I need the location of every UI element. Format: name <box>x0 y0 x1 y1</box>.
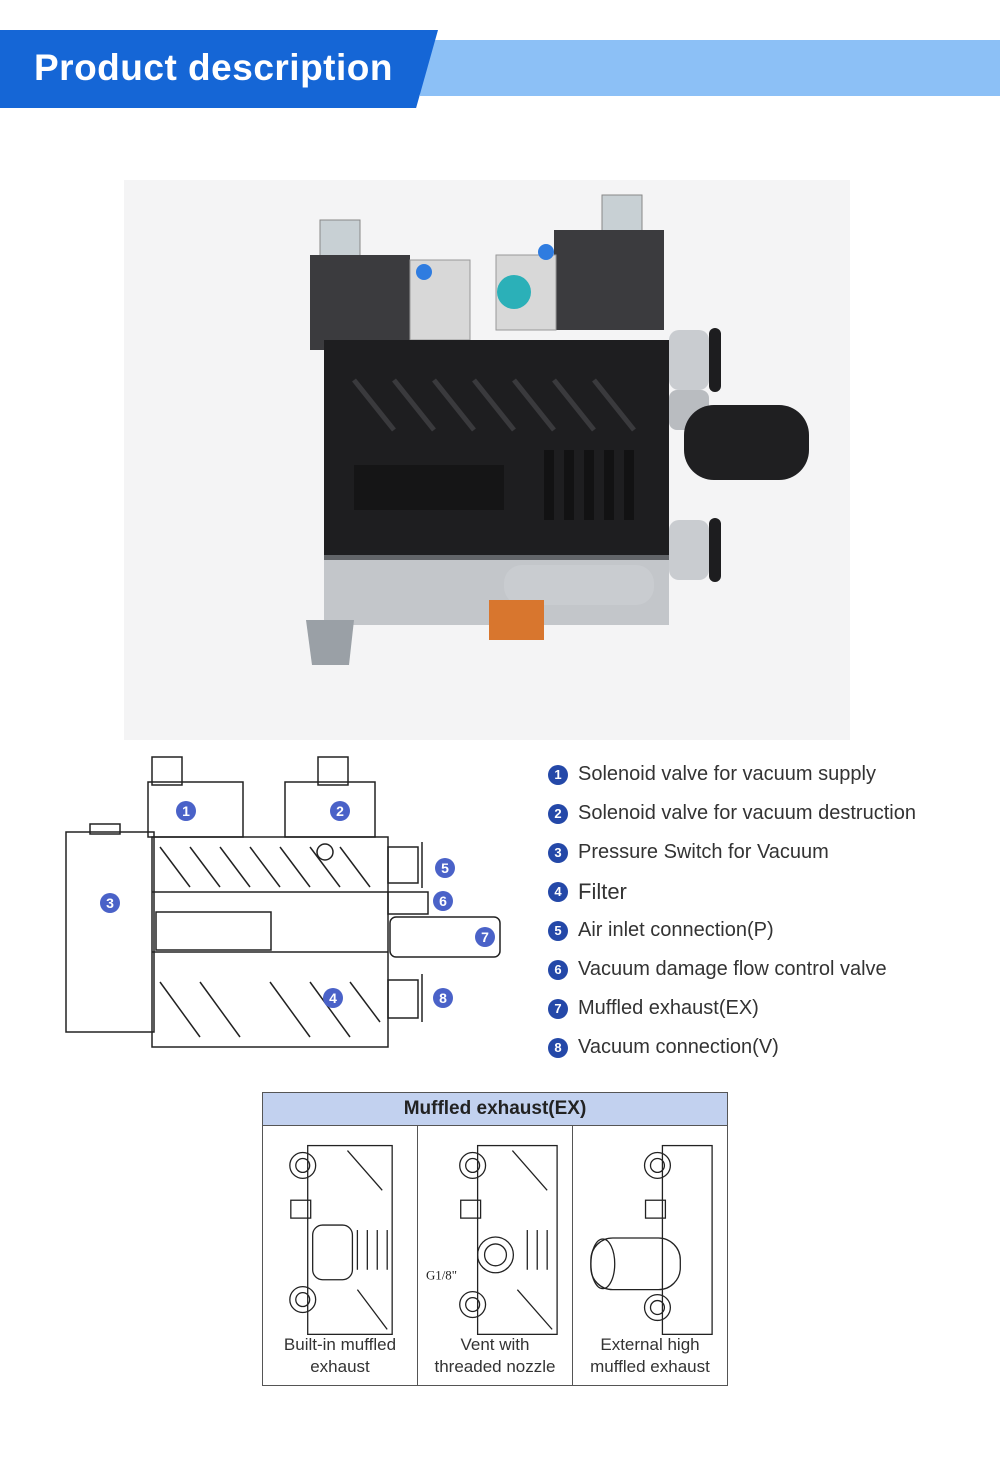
thread-size-label: G1/8" <box>426 1268 457 1283</box>
legend-item: 4 Filter <box>548 872 988 911</box>
callout-1: 1 <box>176 801 196 821</box>
svg-text:4: 4 <box>329 990 337 1006</box>
table-header: Muffled exhaust(EX) <box>263 1093 727 1126</box>
number-badge: 8 <box>548 1037 568 1058</box>
banner-dark-tab <box>0 30 438 108</box>
legend-text: Solenoid valve for vacuum destruction <box>578 802 916 824</box>
legend-text: Pressure Switch for Vacuum <box>578 841 829 863</box>
legend-item: 5 Air inlet connection(P) <box>548 911 988 950</box>
callout-7: 7 <box>475 927 495 947</box>
number-badge: 5 <box>548 920 568 941</box>
svg-text:3: 3 <box>106 895 114 911</box>
svg-text:8: 8 <box>439 990 447 1006</box>
legend-text: Vacuum damage flow control valve <box>578 958 887 980</box>
svg-text:6: 6 <box>439 893 447 909</box>
legend-text: Solenoid valve for vacuum supply <box>578 763 876 785</box>
legend-item: 2 Solenoid valve for vacuum destruction <box>548 794 988 833</box>
number-badge: 4 <box>548 881 568 902</box>
legend-text: Vacuum connection(V) <box>578 1036 779 1058</box>
legend-item: 3 Pressure Switch for Vacuum <box>548 833 988 872</box>
legend-text: Air inlet connection(P) <box>578 919 774 941</box>
number-badge: 6 <box>548 959 568 980</box>
legend-text: Muffled exhaust(EX) <box>578 997 759 1019</box>
callout-4: 4 <box>323 988 343 1008</box>
schematic-diagram: 1 2 3 4 5 6 7 8 <box>60 752 530 1062</box>
banner-light-stripe <box>420 40 1000 96</box>
component-legend: 1 Solenoid valve for vacuum supply 2 Solen… <box>548 755 988 1067</box>
number-badge: 3 <box>548 842 568 863</box>
page-title: Product description <box>34 47 393 88</box>
threaded-nozzle-drawing: G1/8" <box>426 1144 558 1336</box>
product-photo <box>124 180 850 740</box>
svg-text:2: 2 <box>336 803 344 819</box>
legend-text: Filter <box>578 878 627 904</box>
svg-text:1: 1 <box>182 803 190 819</box>
legend-item: 7 Muffled exhaust(EX) <box>548 989 988 1028</box>
number-badge: 1 <box>548 764 568 785</box>
external-muffled-drawing <box>590 1144 713 1336</box>
callout-3: 3 <box>100 893 120 913</box>
legend-item: 8 Vacuum connection(V) <box>548 1028 988 1067</box>
number-badge: 7 <box>548 998 568 1019</box>
legend-item: 1 Solenoid valve for vacuum supply <box>548 755 988 794</box>
number-badge: 2 <box>548 803 568 824</box>
svg-text:5: 5 <box>441 860 449 876</box>
section-banner: Product description <box>0 30 1000 110</box>
callout-8: 8 <box>433 988 453 1008</box>
legend-item: 6 Vacuum damage flow control valve <box>548 950 988 989</box>
callout-5: 5 <box>435 858 455 878</box>
svg-text:7: 7 <box>481 929 489 945</box>
builtin-muffled-drawing <box>289 1144 393 1336</box>
callout-2: 2 <box>330 801 350 821</box>
callout-6: 6 <box>433 891 453 911</box>
